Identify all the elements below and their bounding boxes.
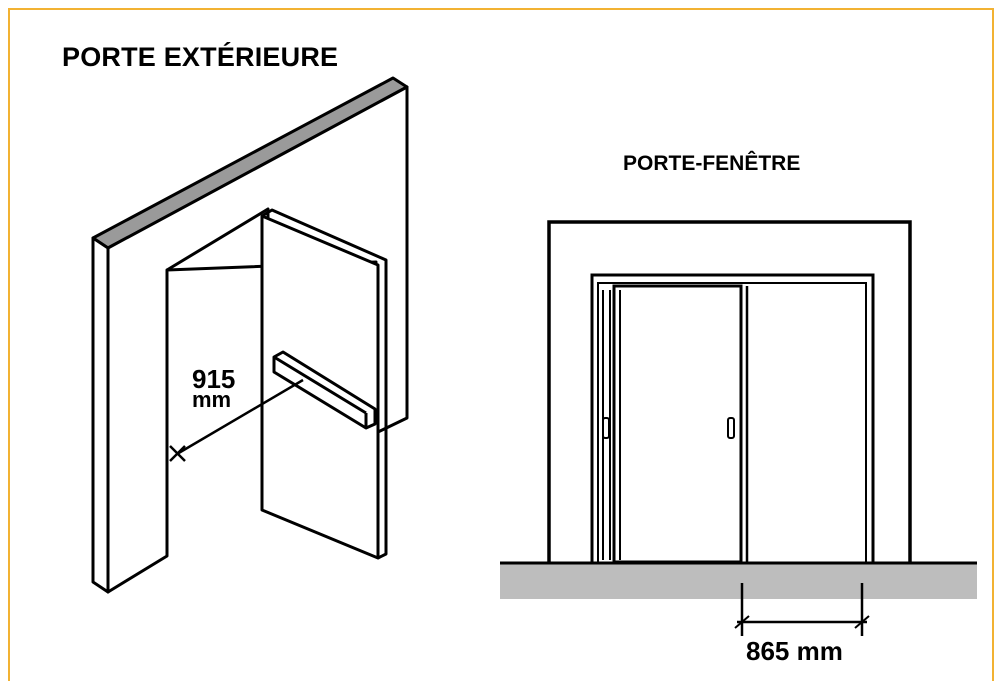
dimension-865-label: 865 mm [746, 636, 843, 666]
wall-outline [106, 85, 409, 594]
exterior-door-drawing [91, 76, 409, 594]
door-frame-outer [590, 273, 875, 563]
ground [500, 563, 977, 599]
door-frame-inner [597, 282, 867, 563]
wall-outline-right [547, 220, 912, 563]
dimension-915-value: 915 [192, 364, 235, 394]
handle-left [602, 417, 610, 439]
sliding-panel-left [612, 284, 743, 564]
patio-door-drawing [500, 220, 977, 636]
wall-left-edge [91, 236, 110, 594]
door-panel-edge [261, 208, 388, 560]
exterior-door-title: PORTE EXTÉRIEURE [62, 42, 339, 72]
patio-door-title: PORTE-FENÊTRE [623, 152, 801, 175]
dimension-915-unit: mm [192, 387, 231, 412]
handle-right [727, 417, 735, 439]
dimension-line-915 [176, 378, 304, 456]
frame-border [8, 8, 994, 681]
